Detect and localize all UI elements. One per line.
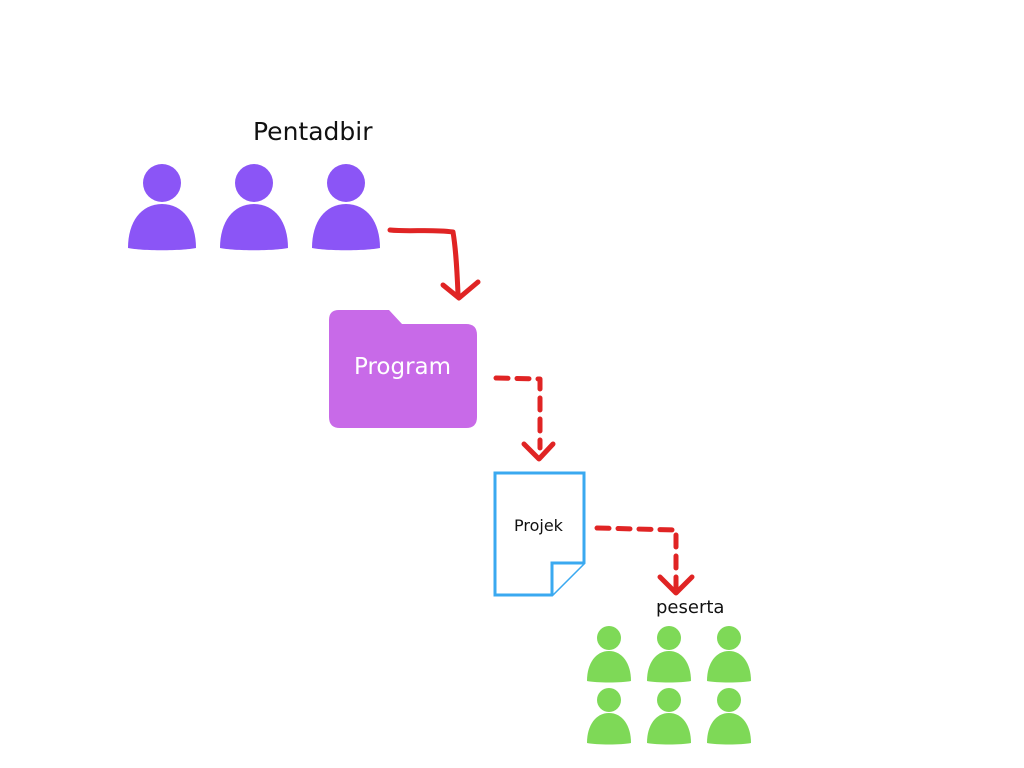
project-label: Projek	[514, 516, 563, 535]
admin-group	[128, 164, 380, 251]
program-label: Program	[354, 354, 452, 380]
participants-label: peserta	[656, 597, 725, 618]
admin-person-icon	[312, 164, 380, 251]
participant-person-icon	[647, 688, 691, 745]
participant-person-icon	[647, 626, 691, 683]
admin-person-icon	[220, 164, 288, 251]
admin-label: Pentadbir	[253, 117, 373, 146]
admin-to-program-arrow	[387, 227, 481, 301]
project-to-participants-arrow	[594, 525, 695, 596]
participant-person-icon	[587, 626, 631, 683]
program-folder-icon	[329, 310, 477, 428]
project-document-icon	[493, 471, 586, 597]
participant-person-icon	[587, 688, 631, 745]
admin-person-icon	[128, 164, 196, 251]
participant-person-icon	[707, 626, 751, 683]
program-to-project-arrow	[493, 375, 556, 462]
participant-person-icon	[707, 688, 751, 745]
participants-group	[587, 626, 751, 745]
